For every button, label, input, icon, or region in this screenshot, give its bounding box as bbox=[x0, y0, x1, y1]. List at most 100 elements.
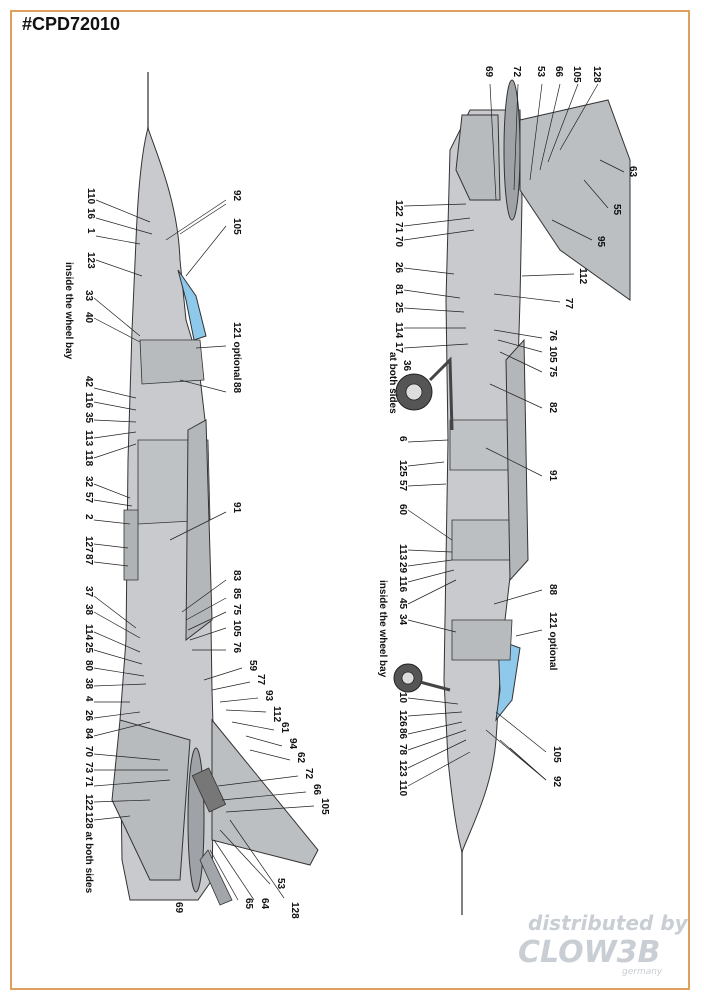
callout-label: 112 bbox=[271, 706, 282, 723]
callout-label: 77 bbox=[563, 298, 574, 310]
right-leader-lines bbox=[403, 83, 625, 787]
callout-label: 77 bbox=[255, 674, 266, 686]
callout-label: 26 bbox=[393, 262, 404, 274]
callout-label: 75 bbox=[231, 604, 242, 616]
callout-label: 93 bbox=[263, 690, 274, 702]
callout-label: 78 bbox=[397, 744, 408, 756]
callout-label: 94 bbox=[287, 738, 298, 750]
callout-label: 45 bbox=[397, 598, 408, 610]
distributor-watermark: distributed by CLOW3B germany bbox=[518, 911, 689, 977]
callout-label: 66 bbox=[553, 66, 564, 78]
callout-label: 69 bbox=[483, 66, 494, 78]
watermark-logo: CLOW3B bbox=[518, 935, 660, 970]
callout-label: 116 bbox=[83, 392, 94, 409]
callout-label: 17 bbox=[393, 342, 404, 354]
callout-label: 32 bbox=[83, 476, 94, 488]
callout-label: 105 bbox=[231, 218, 242, 235]
callout-label: 2 bbox=[83, 514, 94, 520]
callout-label: 57 bbox=[397, 480, 408, 492]
wheel-bay-note: inside the wheel bay bbox=[63, 262, 74, 360]
callout-label: 105 bbox=[319, 798, 330, 815]
callout-label: 110 bbox=[85, 188, 96, 205]
callout-label: 53 bbox=[535, 66, 546, 78]
callout-label: 73 bbox=[83, 762, 94, 774]
callout-label: 6 bbox=[397, 436, 408, 442]
callout-label: 37 bbox=[83, 586, 94, 598]
callout-label: 76 bbox=[547, 330, 558, 342]
callout-label: 66 bbox=[311, 784, 322, 796]
sheet-border bbox=[10, 10, 690, 990]
callout-label: 34 bbox=[397, 614, 408, 626]
callout-label: 121 optional bbox=[231, 322, 242, 381]
callout-label: 122 bbox=[393, 200, 404, 217]
right-callouts: 69 72 53 66 105 128 63 55 95 112 77 122 … bbox=[377, 66, 638, 797]
callout-label: 38 bbox=[83, 678, 94, 690]
callout-label: 70 bbox=[393, 236, 404, 248]
callout-label: 35 bbox=[83, 412, 94, 424]
callout-label: 105 bbox=[231, 620, 242, 637]
product-code: #CPD72010 bbox=[22, 14, 121, 34]
callout-label: 60 bbox=[397, 504, 408, 516]
callout-label: 91 bbox=[231, 502, 242, 514]
left-aircraft-view bbox=[111, 72, 319, 906]
callout-label: 110 bbox=[397, 780, 408, 797]
right-aircraft-view bbox=[393, 79, 631, 915]
callout-label: 105 bbox=[551, 746, 562, 763]
callout-label: 82 bbox=[547, 402, 558, 414]
callout-label: 118 bbox=[83, 450, 94, 467]
callout-label: 123 bbox=[85, 252, 96, 269]
callout-label: 127 bbox=[83, 536, 94, 553]
callout-label: 61 bbox=[279, 722, 290, 734]
callout-label: 29 bbox=[397, 562, 408, 574]
callout-label: 25 bbox=[393, 302, 404, 314]
callout-label: 25 bbox=[83, 642, 94, 654]
callout-label: 55 bbox=[611, 204, 622, 216]
callout-label: 72 bbox=[511, 66, 522, 78]
callout-label: 64 bbox=[259, 898, 270, 910]
both-sides-note: at both sides bbox=[387, 352, 398, 414]
callout-label: 125 bbox=[397, 460, 408, 477]
callout-label: 59 bbox=[247, 660, 258, 672]
callout-label: 116 bbox=[397, 576, 408, 593]
left-callouts: 110 16 1 123 33 40 inside the wheel bay … bbox=[63, 188, 330, 919]
callout-label: 40 bbox=[83, 312, 94, 324]
callout-label: 16 bbox=[85, 208, 96, 220]
callout-label: 126 bbox=[397, 710, 408, 727]
callout-label: 113 bbox=[397, 544, 408, 561]
callout-label: 87 bbox=[83, 554, 94, 566]
callout-label: 95 bbox=[595, 236, 606, 248]
callout-label: 69 bbox=[173, 902, 184, 914]
watermark-line3: germany bbox=[622, 967, 663, 977]
callout-label: 128 at both sides bbox=[83, 812, 94, 894]
wheel-bay-note: inside the wheel bay bbox=[377, 580, 388, 678]
callout-label: 10 bbox=[397, 692, 408, 704]
callout-label: 114 bbox=[393, 322, 404, 339]
callout-label: 88 bbox=[547, 584, 558, 596]
left-leader-lines bbox=[93, 199, 315, 901]
callout-label: 105 bbox=[571, 66, 582, 83]
callout-label: 42 bbox=[83, 376, 94, 388]
callout-label: 91 bbox=[547, 470, 558, 482]
callout-label: 57 bbox=[83, 492, 94, 504]
callout-label: 26 bbox=[83, 710, 94, 722]
callout-label: 85 bbox=[231, 588, 242, 600]
callout-label: 121 optional bbox=[547, 612, 558, 671]
callout-label: 105 bbox=[547, 346, 558, 363]
callout-label: 1 bbox=[85, 228, 96, 234]
callout-label: 92 bbox=[551, 776, 562, 788]
callout-label: 88 bbox=[231, 382, 242, 394]
callout-label: 38 bbox=[83, 604, 94, 616]
callout-label: 72 bbox=[303, 768, 314, 780]
callout-label: 112 bbox=[577, 268, 588, 285]
watermark-line1: distributed by bbox=[528, 911, 689, 935]
callout-label: 65 bbox=[243, 898, 254, 910]
callout-label: 75 bbox=[547, 366, 558, 378]
callout-label: 123 bbox=[397, 760, 408, 777]
callout-label: 71 bbox=[393, 222, 404, 234]
callout-label: 86 bbox=[397, 728, 408, 740]
callout-label: 33 bbox=[83, 290, 94, 302]
callout-label: 122 bbox=[83, 794, 94, 811]
callout-label: 114 bbox=[83, 624, 94, 641]
callout-label: 83 bbox=[231, 570, 242, 582]
